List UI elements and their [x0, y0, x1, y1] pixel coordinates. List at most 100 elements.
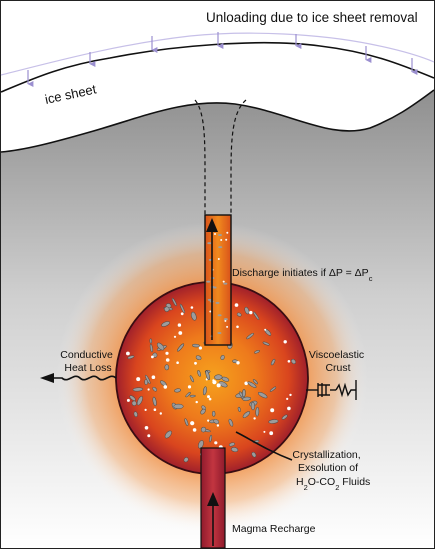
- fluid-bubble: [283, 340, 287, 344]
- crystal: [202, 386, 207, 396]
- fluid-bubble: [159, 412, 162, 415]
- crystal: [136, 396, 143, 406]
- fluid-bubble: [234, 303, 239, 307]
- crystal: [164, 430, 172, 439]
- fluid-bubble: [270, 408, 275, 413]
- crystal: [291, 358, 296, 365]
- fluid-bubble: [226, 231, 229, 234]
- crystal: [269, 386, 277, 392]
- crystal: [189, 375, 194, 383]
- fluid-bubble: [176, 361, 179, 365]
- crystal-field: [126, 297, 296, 464]
- crystal: [131, 400, 137, 406]
- viscoelastic-symbol: [306, 380, 357, 400]
- fluid-bubble: [212, 380, 217, 385]
- crystal: [183, 457, 189, 463]
- crystal: [253, 311, 260, 320]
- crystal: [185, 392, 191, 398]
- crystal: [212, 411, 216, 417]
- crystal: [223, 282, 228, 285]
- fluid-bubble: [209, 310, 212, 313]
- crystal: [218, 381, 228, 388]
- magma-recharge-label: Magma Recharge: [232, 523, 316, 535]
- former-ice-surface: [0, 32, 435, 76]
- crystal: [242, 396, 252, 401]
- crystal: [200, 408, 206, 415]
- fluid-bubble: [207, 395, 210, 399]
- crystal: [127, 355, 135, 359]
- crystal: [149, 343, 153, 353]
- fluid-bubble: [147, 388, 150, 391]
- fluid-bubble: [287, 360, 291, 363]
- crystal: [149, 338, 153, 344]
- crystal: [195, 355, 202, 361]
- fluid-bubble: [177, 323, 182, 327]
- ice-sheet-top-outline: [0, 41, 435, 93]
- fluid-bubble: [244, 381, 248, 386]
- heat-loss-squiggle: [50, 375, 117, 381]
- crystal: [207, 242, 212, 245]
- crystal: [268, 419, 279, 424]
- crystal: [184, 418, 189, 426]
- fluid-bubble: [207, 419, 210, 422]
- crystal: [255, 407, 260, 417]
- fluid-bubble: [180, 312, 184, 316]
- crystal: [189, 394, 196, 398]
- crystal: [254, 350, 260, 354]
- viscoelastic-label: Viscoelastic Crust: [309, 349, 367, 374]
- crystal: [152, 352, 158, 358]
- crystal: [206, 280, 211, 283]
- crystal: [220, 355, 225, 360]
- fluid-bubble: [214, 233, 216, 235]
- fluid-bubble: [151, 355, 154, 359]
- fluid-bubble: [249, 310, 253, 315]
- fluid-bubble: [224, 319, 227, 322]
- discharge-label: Discharge initiates if ΔP = ΔPc: [232, 267, 373, 283]
- fluid-bubble: [165, 351, 169, 355]
- crystal: [179, 303, 185, 314]
- fluid-bubble: [222, 280, 225, 283]
- fluid-bubble: [236, 325, 239, 329]
- fluid-bubble: [289, 393, 292, 397]
- fluid-bubble: [198, 346, 202, 350]
- fluid-bubble: [151, 375, 156, 380]
- crystal: [223, 318, 228, 321]
- discharge-conduit: [204, 214, 232, 346]
- crystal: [281, 414, 288, 420]
- exsolution-label: H2O-CO2 Fluids: [296, 476, 370, 492]
- crystal: [246, 333, 254, 340]
- fluid-bubble: [144, 408, 147, 411]
- crystal: [177, 343, 185, 352]
- fluid-bubble: [236, 361, 240, 365]
- fluid-bubble: [225, 238, 228, 241]
- fluid-bubble: [126, 398, 130, 402]
- fluid-bubble: [136, 377, 141, 382]
- crystal: [247, 381, 257, 388]
- future-conduit-right: [230, 99, 247, 215]
- heat-loss-arrow-head: [40, 373, 54, 383]
- unloading-label: Unloading due to ice sheet removal: [206, 10, 418, 25]
- crystal: [207, 298, 212, 301]
- fluid-bubble: [269, 431, 274, 436]
- crystal: [237, 406, 241, 412]
- fluid-bubble: [253, 417, 256, 420]
- crystal: [152, 396, 157, 407]
- crystal: [251, 451, 257, 458]
- fluid-bubble: [195, 400, 198, 404]
- crystal: [236, 312, 242, 317]
- future-conduit-left: [194, 99, 206, 215]
- fluid-bubble: [286, 397, 289, 400]
- fluid-bubble: [147, 434, 151, 438]
- fluid-bubble: [264, 328, 267, 331]
- fluid-bubble: [214, 441, 218, 445]
- crystal: [214, 374, 223, 380]
- fluid-bubble: [178, 331, 183, 335]
- crystal: [156, 342, 165, 351]
- crystal: [218, 246, 223, 249]
- crystal: [242, 389, 246, 398]
- crystal: [132, 387, 144, 392]
- fluid-bubble: [144, 426, 149, 430]
- fluid-bubble: [218, 384, 221, 387]
